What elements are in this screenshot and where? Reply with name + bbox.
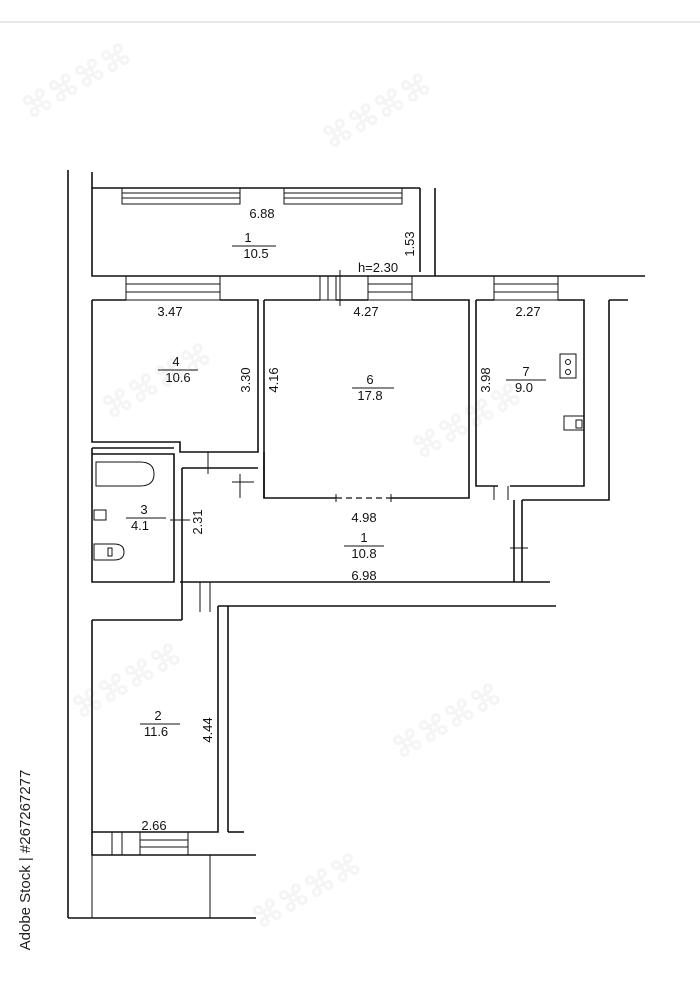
fixtures	[93, 353, 585, 561]
room-2-number: 2	[154, 708, 161, 723]
dim-room6-width: 4.27	[353, 304, 378, 319]
room-6-number: 6	[366, 372, 373, 387]
dimension-labels: 6.88 1.53 h=2.30 3.47 3.30 4.27 4.16 2.2…	[141, 206, 540, 833]
svg-text:⌘⌘⌘⌘: ⌘⌘⌘⌘	[387, 677, 507, 766]
dim-bath-depth: 2.31	[190, 509, 205, 534]
dim-balcony-top-width: 6.88	[249, 206, 274, 221]
room-5-area: 10.5	[243, 246, 268, 261]
doors	[170, 270, 528, 612]
toilet-icon	[93, 543, 125, 561]
dim-room7-depth: 3.98	[478, 367, 493, 392]
walls	[67, 170, 645, 919]
ceiling-height-label: h=2.30	[358, 260, 398, 275]
dim-hall-width: 6.98	[351, 568, 376, 583]
windows	[111, 187, 559, 856]
stock-credit: Adobe Stock | #267267277	[17, 770, 34, 951]
room-5-number: 1	[244, 230, 251, 245]
room-6-area: 17.8	[357, 388, 382, 403]
svg-text:⌘⌘⌘⌘: ⌘⌘⌘⌘	[407, 377, 527, 466]
svg-text:⌘⌘⌘⌘: ⌘⌘⌘⌘	[317, 67, 437, 156]
dim-hall-inner-width: 4.98	[351, 510, 376, 525]
svg-text:⌘⌘⌘⌘: ⌘⌘⌘⌘	[97, 337, 217, 426]
watermark-pattern: ⌘⌘⌘⌘ ⌘⌘⌘⌘ ⌘⌘⌘⌘ ⌘⌘⌘⌘ ⌘⌘⌘⌘ ⌘⌘⌘⌘ ⌘⌘⌘⌘	[17, 37, 527, 936]
room-1-number: 1	[360, 530, 367, 545]
dim-room2-depth: 4.44	[200, 717, 215, 742]
room-1-area: 10.8	[351, 546, 376, 561]
dim-balcony-top-depth: 1.53	[402, 231, 417, 256]
dim-room6-depth: 4.16	[266, 367, 281, 392]
stove-icon	[559, 353, 577, 379]
room-4-area: 10.6	[165, 370, 190, 385]
svg-text:⌘⌘⌘⌘: ⌘⌘⌘⌘	[247, 847, 367, 936]
dim-room7-width: 2.27	[515, 304, 540, 319]
room-labels: 1 10.5 4 10.6 6 17.8 7 9.0 3 4.1 1 10.8 …	[126, 230, 546, 739]
dim-room4-depth: 3.30	[238, 367, 253, 392]
room-4-number: 4	[172, 354, 179, 369]
dim-room2-width: 2.66	[141, 818, 166, 833]
room-7-area: 9.0	[515, 380, 533, 395]
room-3-area: 4.1	[131, 518, 149, 533]
kitchen-sink-icon	[563, 415, 585, 431]
sink-icon	[93, 509, 107, 521]
dim-room4-width: 3.47	[157, 304, 182, 319]
room-7-number: 7	[522, 364, 529, 379]
bathtub-icon	[95, 461, 155, 487]
svg-text:⌘⌘⌘⌘: ⌘⌘⌘⌘	[17, 37, 137, 126]
room-2-area: 11.6	[144, 724, 168, 739]
svg-text:⌘⌘⌘⌘: ⌘⌘⌘⌘	[67, 637, 187, 726]
room-3-number: 3	[140, 502, 147, 517]
